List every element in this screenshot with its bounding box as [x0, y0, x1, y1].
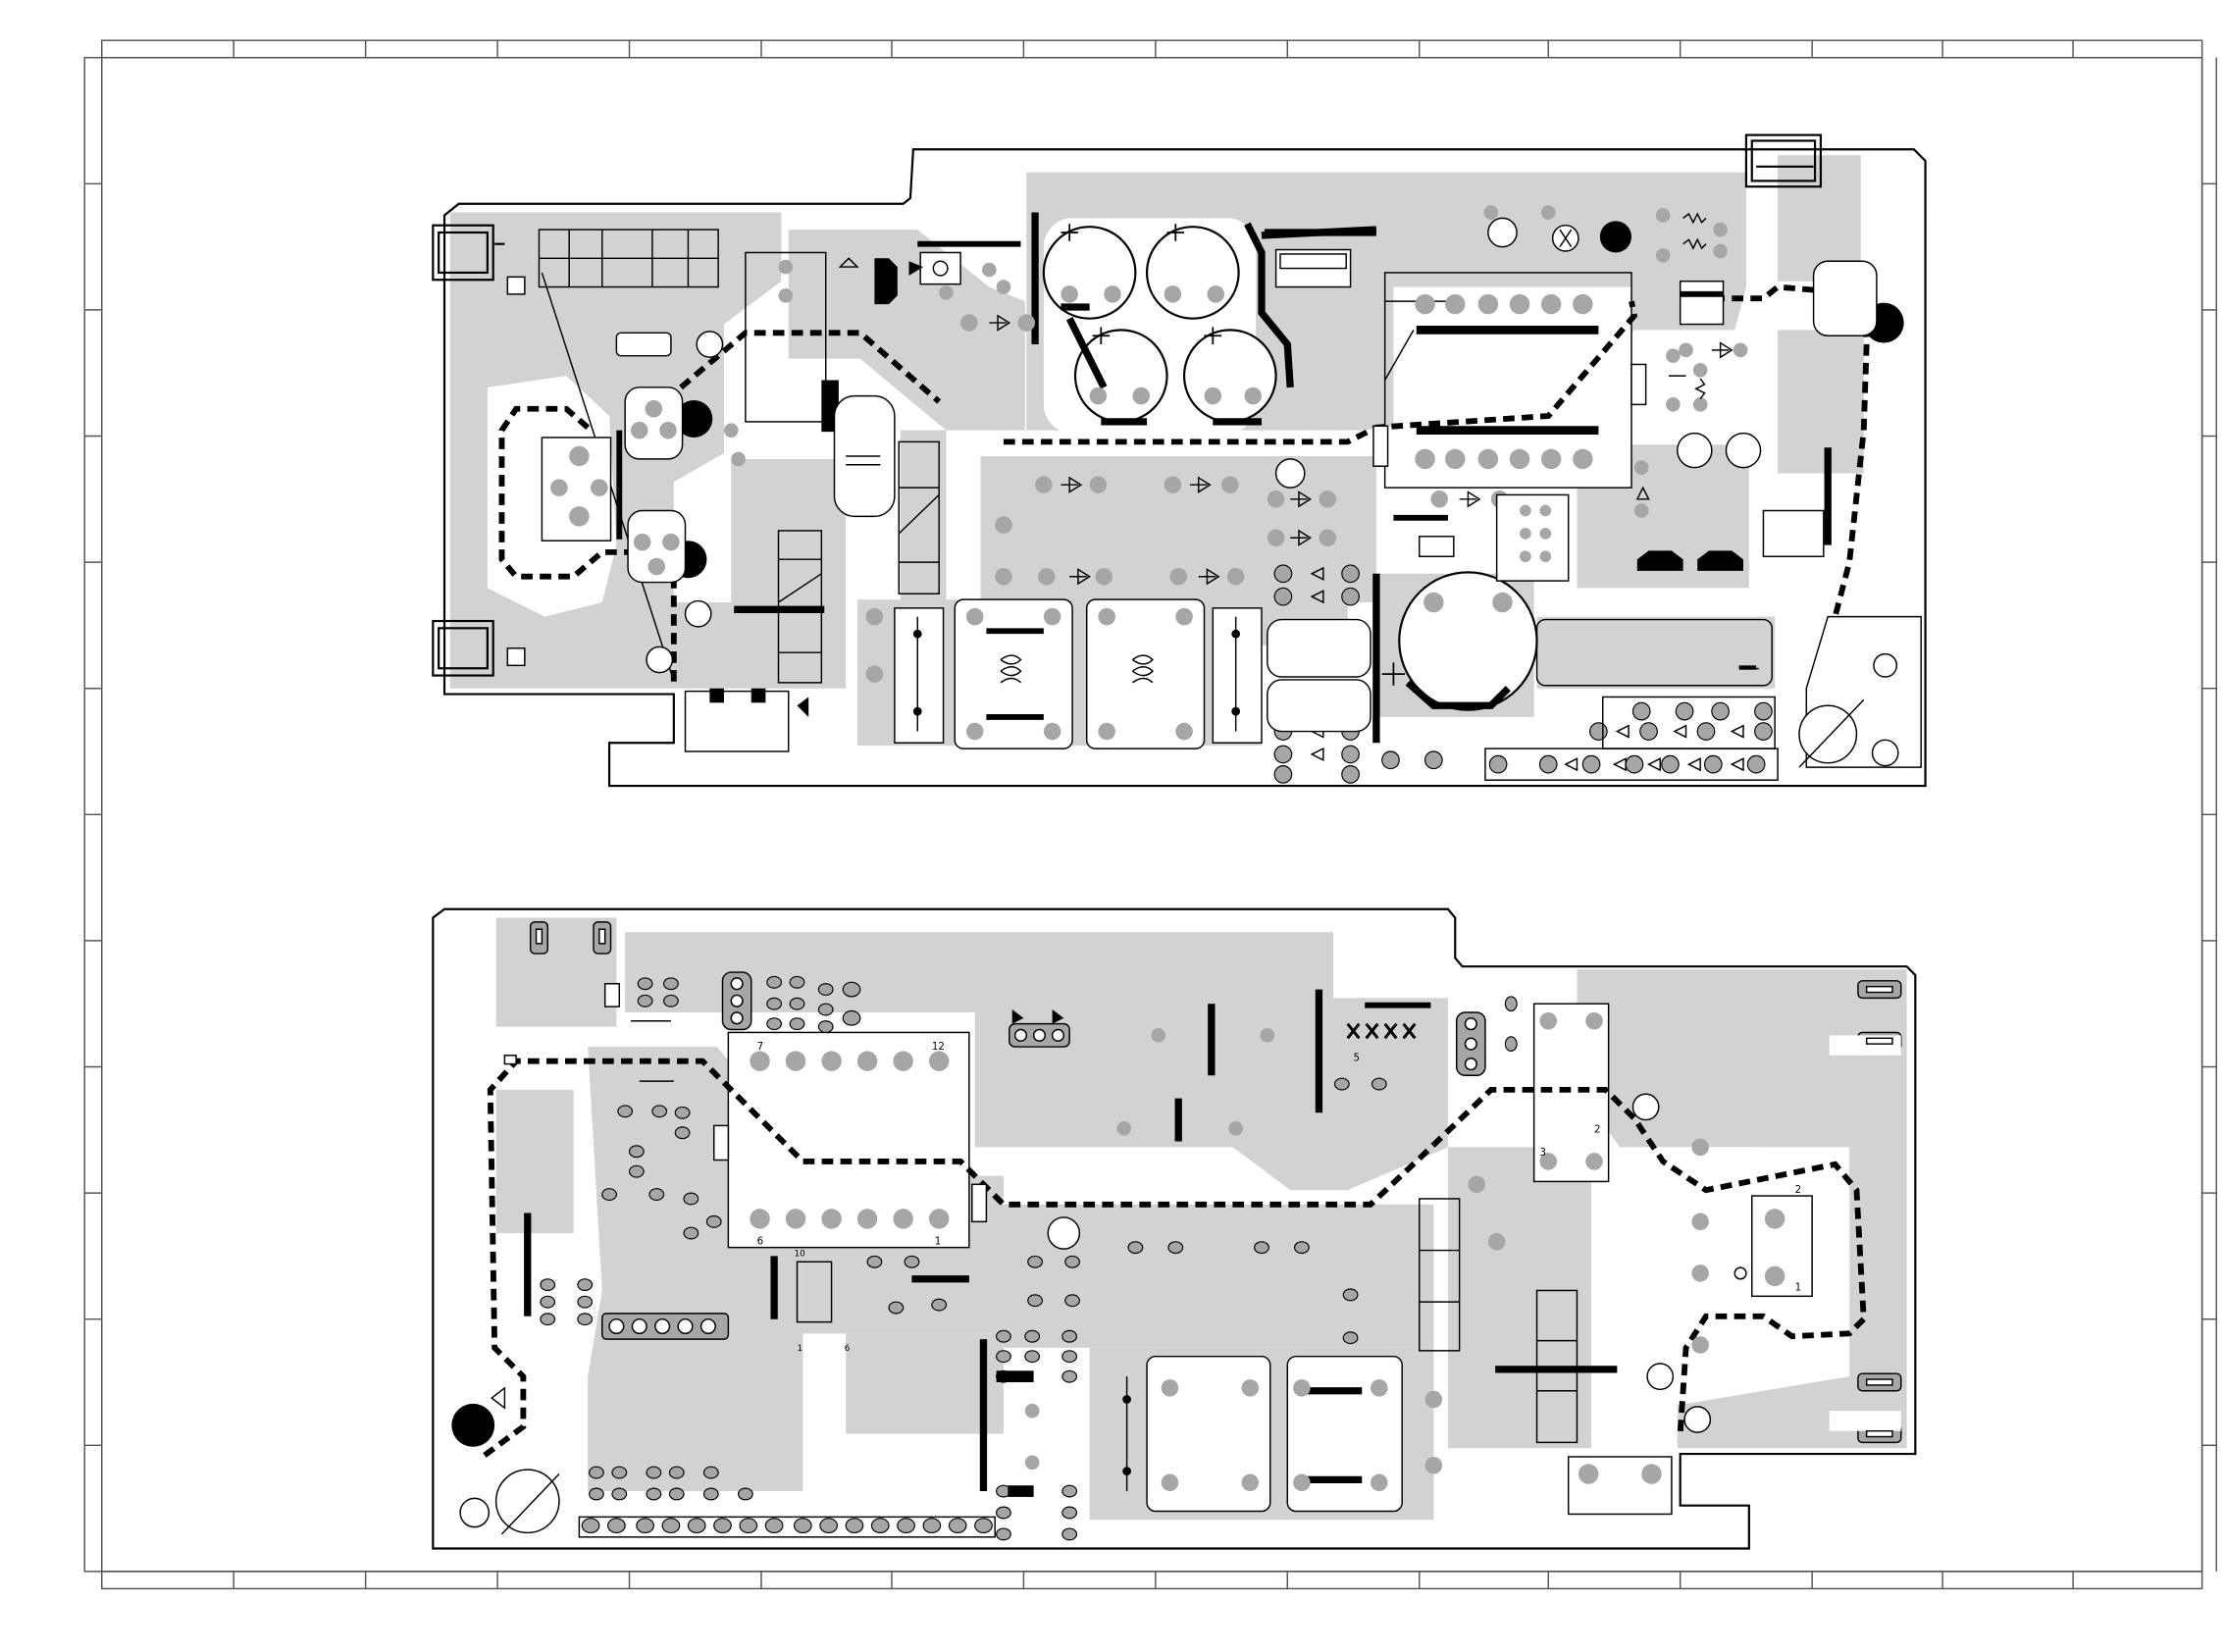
ic-pin-label-6: 6: [757, 1237, 764, 1248]
ic-pin-label-1: 1: [935, 1237, 942, 1248]
lower-mount-black: [451, 1404, 494, 1447]
conn-pin-2: 2: [1795, 1185, 1802, 1196]
transformer-pin-3: 3: [1539, 1148, 1546, 1159]
relay-pin-1: 1: [798, 1344, 803, 1354]
upper-coils: [895, 599, 1371, 749]
transformer-pin-2: 2: [1594, 1125, 1601, 1136]
upper-board: −: [433, 135, 1925, 786]
upper-minus-label: −: [1746, 659, 1761, 679]
ic-pin-label-12: 12: [932, 1042, 945, 1053]
relay-pin-5: 5: [1354, 1054, 1361, 1064]
lower-board: 7 12 6 1: [433, 909, 1915, 1549]
ic-small-pin-10: 10: [795, 1249, 805, 1259]
ic-pin-label-7: 7: [757, 1042, 764, 1053]
conn-pin-1: 1: [1795, 1282, 1802, 1293]
ic-small-pin-6: 6: [845, 1344, 851, 1354]
